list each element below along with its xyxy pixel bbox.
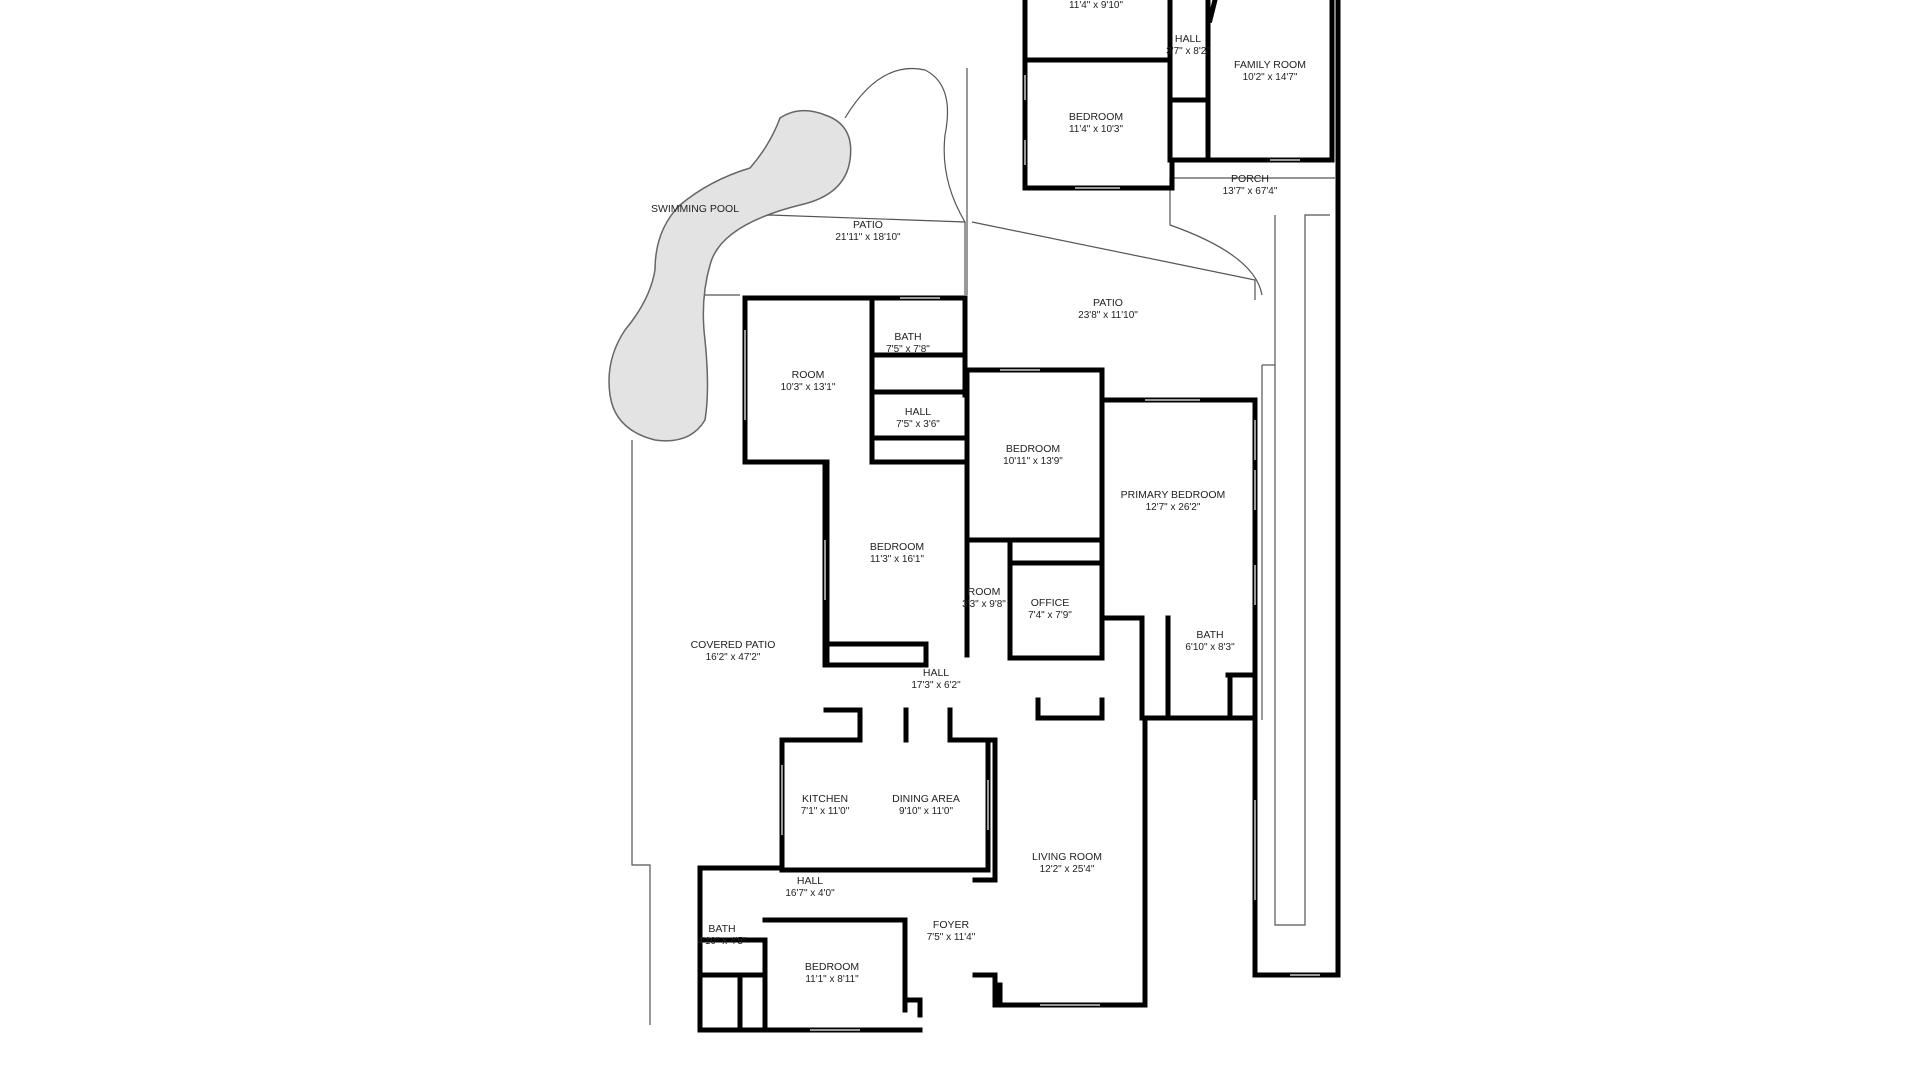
room-name: HALL [923,667,949,679]
room-name: BEDROOM [870,541,924,553]
room-dimensions: 11'4" x 10'3" [1069,124,1124,135]
room-dimensions: 10'2" x 14'7" [1243,72,1298,83]
room-name: FAMILY ROOM [1234,59,1306,71]
room-name: ROOM [968,586,1001,598]
room-dimensions: 7'5" x 7'8" [886,344,930,355]
room-name: ROOM [792,369,825,381]
room-name: DINING AREA [892,793,960,805]
covered-patio-outline [631,440,651,1025]
room-dimensions: 9'10" x 11'0" [899,806,954,817]
room-name: BATH [1196,629,1223,641]
room-dimensions: 7'5" x 3'6" [896,419,940,430]
room-name: PATIO [853,219,883,231]
room-name: LIVING ROOM [1032,851,1102,863]
room-dimensions: 10'11" x 13'9" [1003,456,1063,467]
windows [744,75,1320,1031]
room-name: HALL [905,406,931,418]
room-swimming-pool: SWIMMING POOL [651,203,739,215]
room-name: KITCHEN [802,793,848,805]
room-name: HALL [797,875,823,887]
room-dimensions: 21'11" x 18'10" [835,232,901,243]
room-dimensions: 11'1" x 8'11" [805,974,859,985]
room-name: BEDROOM [805,961,859,973]
room-name: BEDROOM [1069,111,1123,123]
room-dimensions: 7'5" x 11'4" [927,932,976,943]
room-dimensions: 3'3" x 9'8" [962,599,1006,610]
room-dimensions: 16'7" x 4'0" [785,888,835,899]
room-dimensions: 7'4" x 7'9" [1028,610,1072,621]
room-dimensions: 13'7" x 67'4" [1223,186,1278,197]
room-dimensions: 12'2" x 25'4" [1040,864,1095,875]
room-dimensions: 11'3" x 16'1" [870,554,925,565]
room-dimensions: 4'10" x 4'5" [697,936,747,947]
room-dimensions: 6'10" x 8'3" [1185,642,1235,653]
room-dimensions: 12'7" x 26'2" [1146,502,1201,513]
site-outlines [631,68,1335,1025]
room-name: BATH [708,923,735,935]
room-dimensions: 11'4" x 9'10" [1069,0,1124,11]
room-name: BATH [894,331,921,343]
room-name: SWIMMING POOL [651,203,739,215]
room-bedroom-top-small: 11'4" x 9'10" [1069,0,1124,11]
room-dimensions: 17'3" x 6'2" [911,680,961,691]
room-dimensions: 3'7" x 8'2" [1166,46,1210,57]
room-name: PATIO [1093,297,1123,309]
room-name: OFFICE [1031,597,1070,609]
room-name: COVERED PATIO [691,639,776,651]
room-name: FOYER [933,919,970,931]
room-dimensions: 10'3" x 13'1" [781,382,836,393]
porch-outline [1169,178,1263,296]
room-dimensions: 16'2" x 47'2" [706,652,761,663]
room-name: HALL [1175,33,1201,45]
room-name: PORCH [1231,173,1269,185]
room-name: BEDROOM [1006,443,1060,455]
room-name: PRIMARY BEDROOM [1121,489,1226,501]
room-dimensions: 7'1" x 11'0" [801,806,850,817]
swimming-pool-shape [608,109,852,442]
room-dimensions: 23'8" x 11'10" [1078,310,1138,321]
